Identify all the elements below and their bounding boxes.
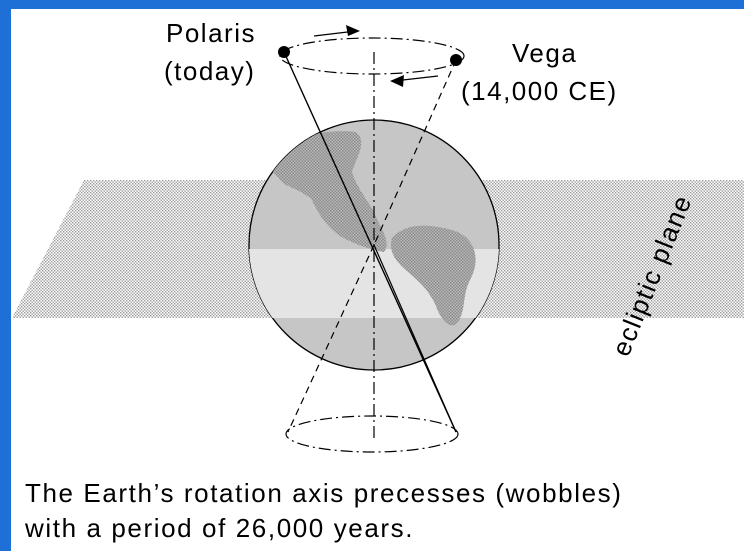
- precession-arrow-bottom: [390, 75, 439, 87]
- vega-label: Vega: [512, 38, 577, 68]
- caption-line-2: with a period of 26,000 years.: [25, 513, 415, 543]
- precession-circle-top: [279, 37, 465, 75]
- landmass-south-america: [390, 225, 476, 326]
- polaris-star: [278, 46, 290, 58]
- vega-star: [450, 54, 462, 66]
- polaris-date-label: (today): [164, 56, 255, 86]
- vega-date-label: (14,000 CE): [461, 76, 618, 106]
- landmass-north-america: [262, 131, 387, 252]
- figure-panel: Polaris (today) Vega (14,000 CE) eclipti…: [11, 9, 744, 551]
- caption-line-1: The Earth’s rotation axis precesses (wob…: [25, 478, 623, 508]
- polaris-label: Polaris: [166, 18, 256, 48]
- precession-circle-bottom: [285, 415, 459, 453]
- precession-cone: [287, 59, 457, 433]
- precession-diagram: Polaris (today) Vega (14,000 CE) eclipti…: [12, 18, 744, 453]
- precession-arrow-top: [313, 25, 360, 37]
- rotation-axis: [283, 51, 457, 433]
